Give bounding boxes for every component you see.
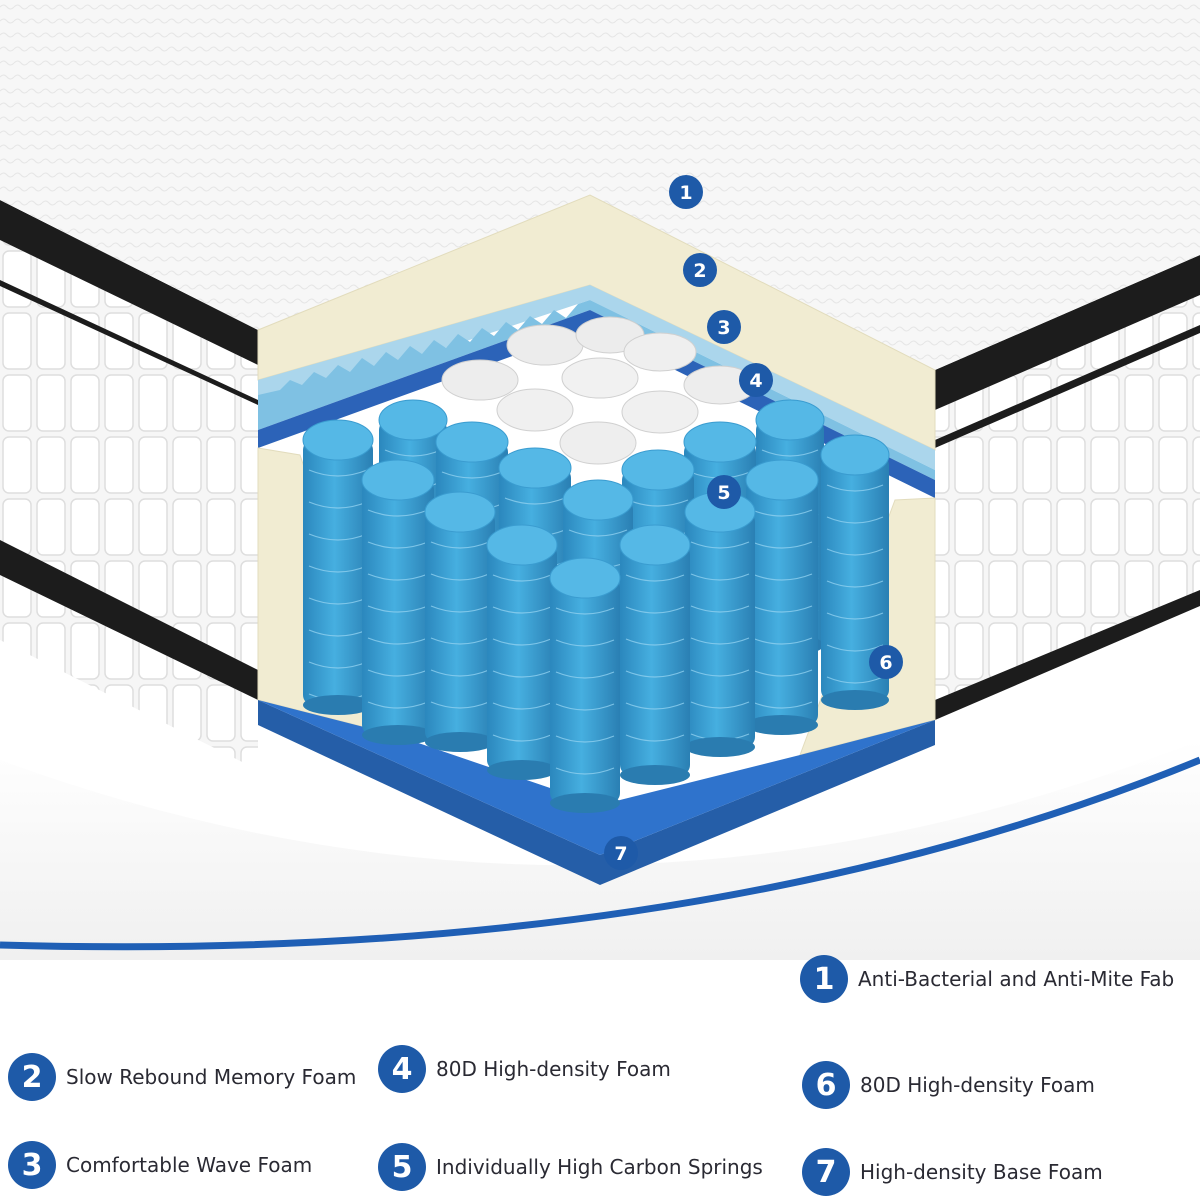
pocket-spring: [549, 557, 621, 813]
back-white-springs: [441, 316, 757, 465]
number-3-badge: 3: [8, 1141, 56, 1189]
pocket-spring: [486, 524, 558, 780]
svg-text:1: 1: [679, 182, 692, 204]
legend-label-5: Individually High Carbon Springs: [436, 1155, 763, 1179]
layer-4-marker: 4: [739, 363, 773, 397]
legend-label-4: 80D High-density Foam: [436, 1057, 671, 1081]
base-foam-layer: [258, 700, 935, 885]
legend-label-2: Slow Rebound Memory Foam: [66, 1065, 357, 1089]
pocket-spring: [820, 434, 890, 710]
layer-2-marker: 2: [683, 253, 717, 287]
blue-pocket-springs: [302, 399, 890, 813]
legend-label-6: 80D High-density Foam: [860, 1073, 1095, 1097]
layer-5-marker: 5: [707, 475, 741, 509]
number-4-badge: 4: [378, 1045, 426, 1093]
legend-label-3: Comfortable Wave Foam: [66, 1153, 313, 1177]
legend-item-1: 1 Anti-Bacterial and Anti-Mite Fab: [800, 955, 1174, 1003]
layer-7-marker: 7: [604, 836, 638, 870]
svg-text:2: 2: [693, 260, 706, 282]
mattress-left-side: [0, 200, 258, 770]
svg-text:4: 4: [749, 370, 762, 392]
number-1-badge: 1: [800, 955, 848, 1003]
legend-label-7: High-density Base Foam: [860, 1160, 1103, 1184]
legend-item-7: 7 High-density Base Foam: [802, 1148, 1103, 1196]
pocket-spring: [361, 459, 435, 745]
svg-text:5: 5: [717, 482, 730, 504]
legend-item-6: 6 80D High-density Foam: [802, 1061, 1095, 1109]
number-2-badge: 2: [8, 1053, 56, 1101]
pocket-spring: [424, 491, 496, 752]
pocket-spring: [684, 491, 756, 757]
layer-6-marker: 6: [869, 645, 903, 679]
legend-item-4: 4 80D High-density Foam: [378, 1045, 671, 1093]
pocket-spring: [619, 524, 691, 785]
mattress-top-fabric: [0, 0, 1200, 370]
blue-swoosh: [0, 756, 1200, 951]
legend-item-2: 2 Slow Rebound Memory Foam: [8, 1053, 356, 1101]
svg-text:3: 3: [717, 317, 730, 339]
number-6-badge: 6: [802, 1061, 850, 1109]
svg-text:6: 6: [879, 652, 892, 674]
number-5-badge: 5: [378, 1143, 426, 1191]
legend-item-3: 3 Comfortable Wave Foam: [8, 1141, 312, 1189]
layer-3-marker: 3: [707, 310, 741, 344]
pocket-spring: [745, 459, 819, 735]
legend-item-5: 5 Individually High Carbon Springs: [378, 1143, 763, 1191]
svg-text:7: 7: [614, 843, 627, 865]
layer-1-marker: 1: [669, 175, 703, 209]
mattress-cutaway-illustration: 1 2 3 4 5 6 7: [0, 0, 1200, 960]
number-7-badge: 7: [802, 1148, 850, 1196]
legend-label-1: Anti-Bacterial and Anti-Mite Fab: [858, 967, 1175, 991]
pocket-spring: [302, 419, 374, 715]
